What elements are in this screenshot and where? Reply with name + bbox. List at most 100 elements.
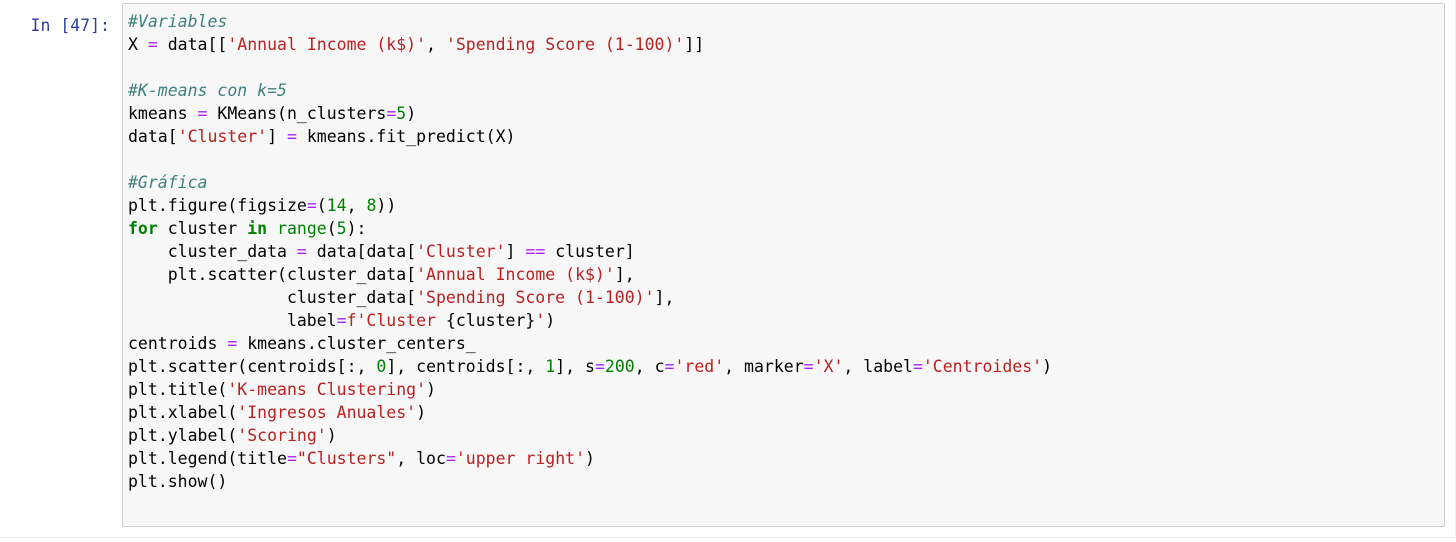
code-token: legend xyxy=(167,449,228,468)
code-token: cluster_data xyxy=(128,242,297,261)
code-token: scatter xyxy=(167,357,238,376)
code-token: . xyxy=(157,380,168,399)
code-token: centroids xyxy=(128,334,228,353)
code-line: for cluster in range(5): xyxy=(128,219,366,238)
code-line: X = data[['Annual Income (k$)', 'Spendin… xyxy=(128,35,704,54)
code-line: plt.xlabel('Ingresos Anuales') xyxy=(128,403,426,422)
code-token: cluster xyxy=(545,242,625,261)
code-input-area[interactable]: #Variables X = data[['Annual Income (k$)… xyxy=(122,3,1445,527)
code-token: ): xyxy=(346,219,367,238)
code-token: fit_predict xyxy=(376,127,486,146)
code-token: [:, xyxy=(505,357,546,376)
code-token: s xyxy=(585,357,595,376)
code-editor[interactable]: #Variables X = data[['Annual Income (k$)… xyxy=(128,10,1440,493)
code-token: 'Cluster' xyxy=(416,242,506,261)
code-line: #Gráfica xyxy=(128,173,207,192)
code-token: range xyxy=(277,219,327,238)
code-token xyxy=(267,219,277,238)
code-line: #K-means con k=5 xyxy=(128,81,287,100)
code-line: plt.legend(title="Clusters", loc='upper … xyxy=(128,449,595,468)
code-token: ) xyxy=(416,403,427,422)
code-token: 1 xyxy=(545,357,556,376)
code-token: [[ xyxy=(207,35,228,54)
code-token: . xyxy=(157,196,168,215)
code-token: ) xyxy=(426,380,436,399)
code-token: cluster xyxy=(157,219,248,238)
code-token: [ xyxy=(406,265,417,284)
code-token: [ xyxy=(356,242,367,261)
code-line: kmeans = KMeans(n_clusters=5) xyxy=(128,104,416,123)
code-token: plt xyxy=(128,196,158,215)
code-token: ) xyxy=(326,426,337,445)
code-token: ( xyxy=(237,357,248,376)
code-token: ], xyxy=(386,357,417,376)
code-token: n_clusters xyxy=(286,104,387,123)
code-token: = xyxy=(445,449,456,468)
code-token: 'Centroides' xyxy=(922,357,1043,376)
code-token: . xyxy=(157,357,168,376)
code-token: kmeans xyxy=(128,104,198,123)
code-line: cluster_data['Spending Score (1-100)'], xyxy=(128,288,674,307)
code-token: ( xyxy=(277,265,287,284)
code-line: plt.ylabel('Scoring') xyxy=(128,426,337,445)
code-token: 'Scoring' xyxy=(237,426,327,445)
code-token: kmeans xyxy=(296,127,367,146)
code-token: c xyxy=(654,357,665,376)
code-token: 'Annual Income (k$)' xyxy=(227,35,427,54)
code-token: () xyxy=(207,472,228,491)
code-token: X xyxy=(128,35,148,54)
code-token: ( xyxy=(326,219,337,238)
code-token: ' xyxy=(535,311,546,330)
code-token: plt xyxy=(128,426,158,445)
code-token: ( xyxy=(227,426,238,445)
code-token: figure xyxy=(167,196,228,215)
code-token: 'Cluster' xyxy=(177,127,268,146)
code-line: cluster_data = data[data['Cluster'] == c… xyxy=(128,242,635,261)
code-line: data['Cluster'] = kmeans.fit_predict(X) xyxy=(128,127,515,146)
code-token: = xyxy=(594,357,605,376)
code-token: 200 xyxy=(604,357,635,376)
code-token: 'X' xyxy=(813,357,844,376)
code-token: . xyxy=(157,472,168,491)
code-token: kmeans xyxy=(237,334,307,353)
code-token: title xyxy=(237,449,287,468)
code-token: )) xyxy=(376,196,397,215)
code-token: 'Spending Score (1-100)' xyxy=(416,288,655,307)
code-token: 5 xyxy=(396,104,407,123)
code-token: ( xyxy=(277,104,287,123)
code-token: title xyxy=(167,380,218,399)
code-token: plt xyxy=(128,403,158,422)
code-token: plt xyxy=(128,265,198,284)
code-token: #Gráfica xyxy=(128,173,208,192)
code-token: , xyxy=(396,449,417,468)
code-token: ], xyxy=(555,357,586,376)
code-token: [:, xyxy=(336,357,377,376)
code-token: label xyxy=(128,311,337,330)
code-token: ) xyxy=(1042,357,1053,376)
code-token: ]] xyxy=(684,35,705,54)
code-token: ( xyxy=(217,380,228,399)
code-token: = xyxy=(803,357,814,376)
code-token: . xyxy=(157,426,168,445)
code-token: data xyxy=(157,35,208,54)
code-token: . xyxy=(157,403,168,422)
code-token: loc xyxy=(416,449,446,468)
code-line: plt.scatter(cluster_data['Annual Income … xyxy=(128,265,635,284)
code-token: = xyxy=(664,357,675,376)
code-token: label xyxy=(863,357,913,376)
code-token: scatter xyxy=(207,265,278,284)
code-token: figsize xyxy=(237,196,307,215)
code-token: cluster xyxy=(455,311,526,330)
code-line: plt.scatter(centroids[:, 0], centroids[:… xyxy=(128,357,1052,376)
code-token: ( xyxy=(227,449,238,468)
code-token: , xyxy=(724,357,745,376)
code-cell[interactable]: In [47]: #Variables X = data[['Annual In… xyxy=(0,0,1456,527)
code-token: . xyxy=(306,334,317,353)
code-line: plt.title('K-means Clustering') xyxy=(128,380,436,399)
code-token: = xyxy=(286,127,297,146)
code-token: ) xyxy=(585,449,595,468)
code-token: 'Ingresos Anuales' xyxy=(237,403,417,422)
code-token: 'Spending Score (1-100)' xyxy=(445,35,685,54)
code-token: } xyxy=(525,311,536,330)
